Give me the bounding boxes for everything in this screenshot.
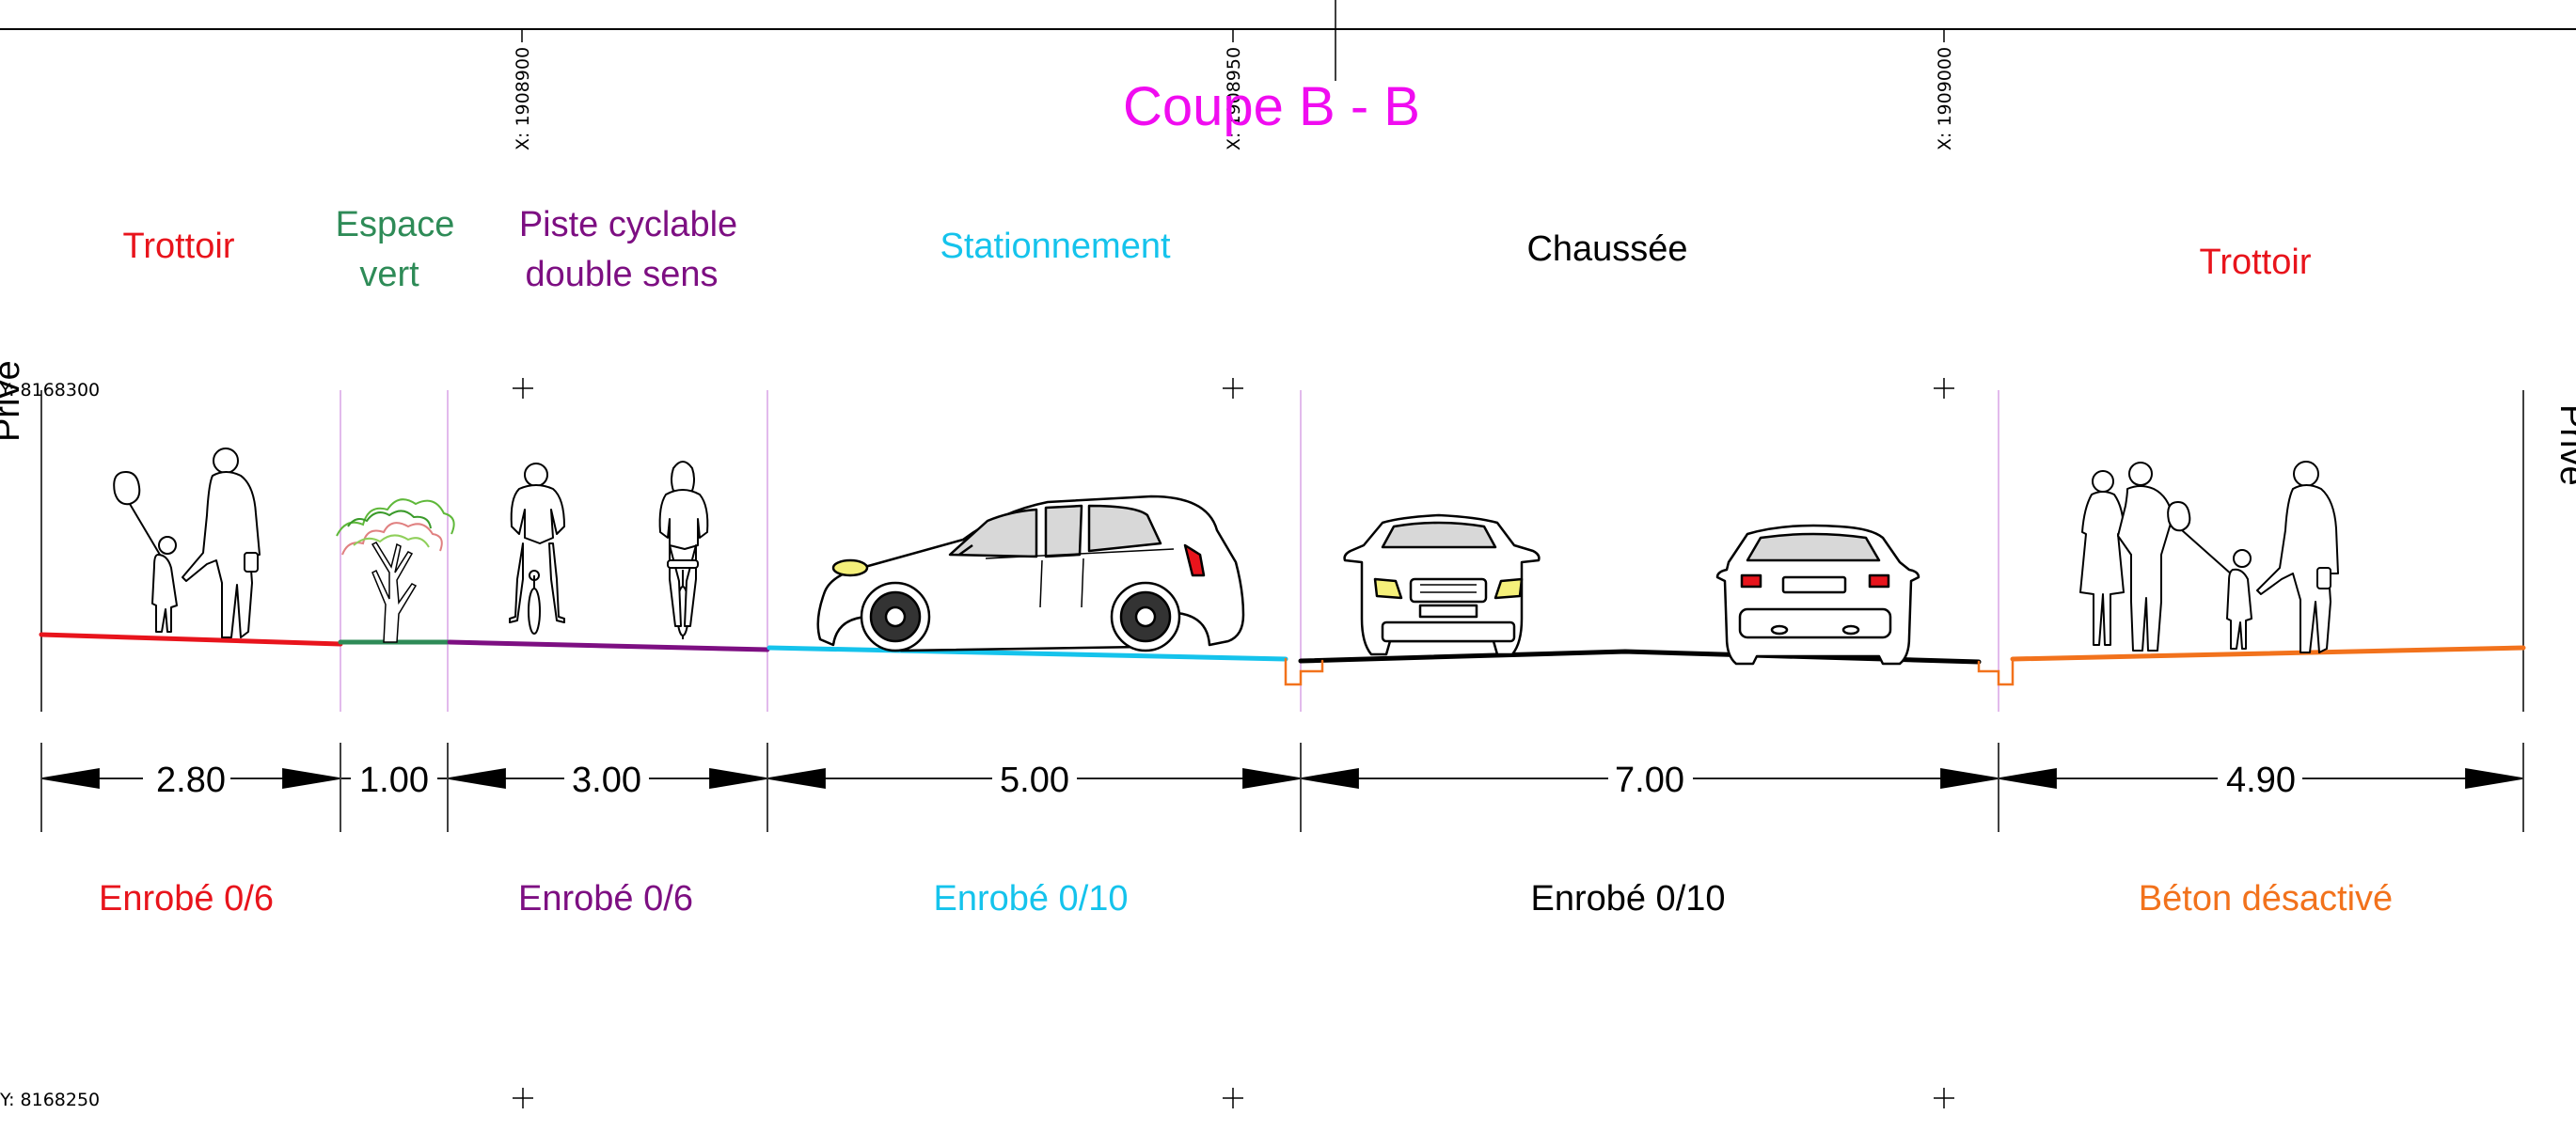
material-label-roadway: Enrobé 0/10 <box>1530 879 1725 919</box>
section-title: Coupe B - B <box>1123 76 1420 137</box>
surface-sidewalk-left <box>39 632 343 647</box>
grid-crosses <box>513 378 1954 1108</box>
grid-x-label: X: 1908900 <box>513 47 533 150</box>
surface-bike-lane <box>447 639 770 652</box>
pedestrians-icon <box>113 448 261 638</box>
dimension-value: 5.00 <box>1000 761 1069 800</box>
segment-name-roadway: Chaussée <box>1526 229 1687 269</box>
dimension-ticks <box>40 743 2524 832</box>
dimension-values: 2.80 1.00 3.00 5.00 7.00 4.90 <box>156 761 2296 800</box>
pedestrians-icon <box>2079 461 2339 653</box>
segment-name-sidewalk-left: Trottoir <box>123 227 235 266</box>
parked-car-icon <box>816 495 1245 652</box>
material-labels: Enrobé 0/6 Enrobé 0/6 Enrobé 0/10 Enrobé… <box>99 879 2393 919</box>
car-front-icon <box>1343 513 1541 656</box>
segment-names: Trottoir Espace vert Piste cyclable doub… <box>123 205 2312 294</box>
dimension-value: 1.00 <box>359 761 429 800</box>
grid-y-label: Y: 8168300 <box>0 380 100 401</box>
segment-name-green-space: vert <box>359 255 419 294</box>
dimension-value: 3.00 <box>572 761 641 800</box>
edge-label-right: Privé <box>2552 404 2576 486</box>
grid-y-label: Y: 8168250 <box>0 1090 100 1110</box>
segment-name-parking: Stationnement <box>940 227 1170 266</box>
dimension-row: 2.80 1.00 3.00 5.00 7.00 4.90 <box>40 743 2524 832</box>
curb-right <box>1977 657 2015 686</box>
segment-name-bike-lane: double sens <box>526 255 719 294</box>
dimension-value: 2.80 <box>156 761 226 800</box>
segment-name-green-space: Espace <box>336 205 455 244</box>
dimension-value: 4.90 <box>2226 761 2296 800</box>
grid-x-label: X: 1908950 <box>1224 47 1244 150</box>
edge-label-left: Privé <box>0 360 27 442</box>
surface-roadway <box>1298 649 1982 665</box>
cyclist-icon <box>658 461 709 639</box>
material-label-sidewalk-right: Béton désactivé <box>2139 879 2393 919</box>
dimension-value: 7.00 <box>1615 761 1684 800</box>
segment-name-sidewalk-right: Trottoir <box>2200 243 2312 282</box>
dimension-lines <box>41 767 2523 790</box>
car-rear-icon <box>1715 524 1920 666</box>
tree-icon <box>336 498 455 643</box>
segment-name-bike-lane: Piste cyclable <box>519 205 737 244</box>
curb-left <box>1284 657 1324 686</box>
cyclist-icon <box>509 463 565 635</box>
section-dividers <box>40 390 2524 712</box>
grid-x-label: X: 1909000 <box>1935 47 1955 150</box>
material-label-bike-lane: Enrobé 0/6 <box>518 879 693 919</box>
surface-sidewalk-right <box>2010 645 2526 662</box>
grid-y-labels: Y: 8168300 Y: 8168250 <box>0 380 100 1110</box>
surface-parking <box>766 645 1288 662</box>
grid-x-labels: X: 1908900 X: 1908950 X: 1909000 <box>513 29 1955 150</box>
material-label-sidewalk-left: Enrobé 0/6 <box>99 879 274 919</box>
material-label-parking: Enrobé 0/10 <box>933 879 1128 919</box>
ground-profile <box>39 632 2526 686</box>
